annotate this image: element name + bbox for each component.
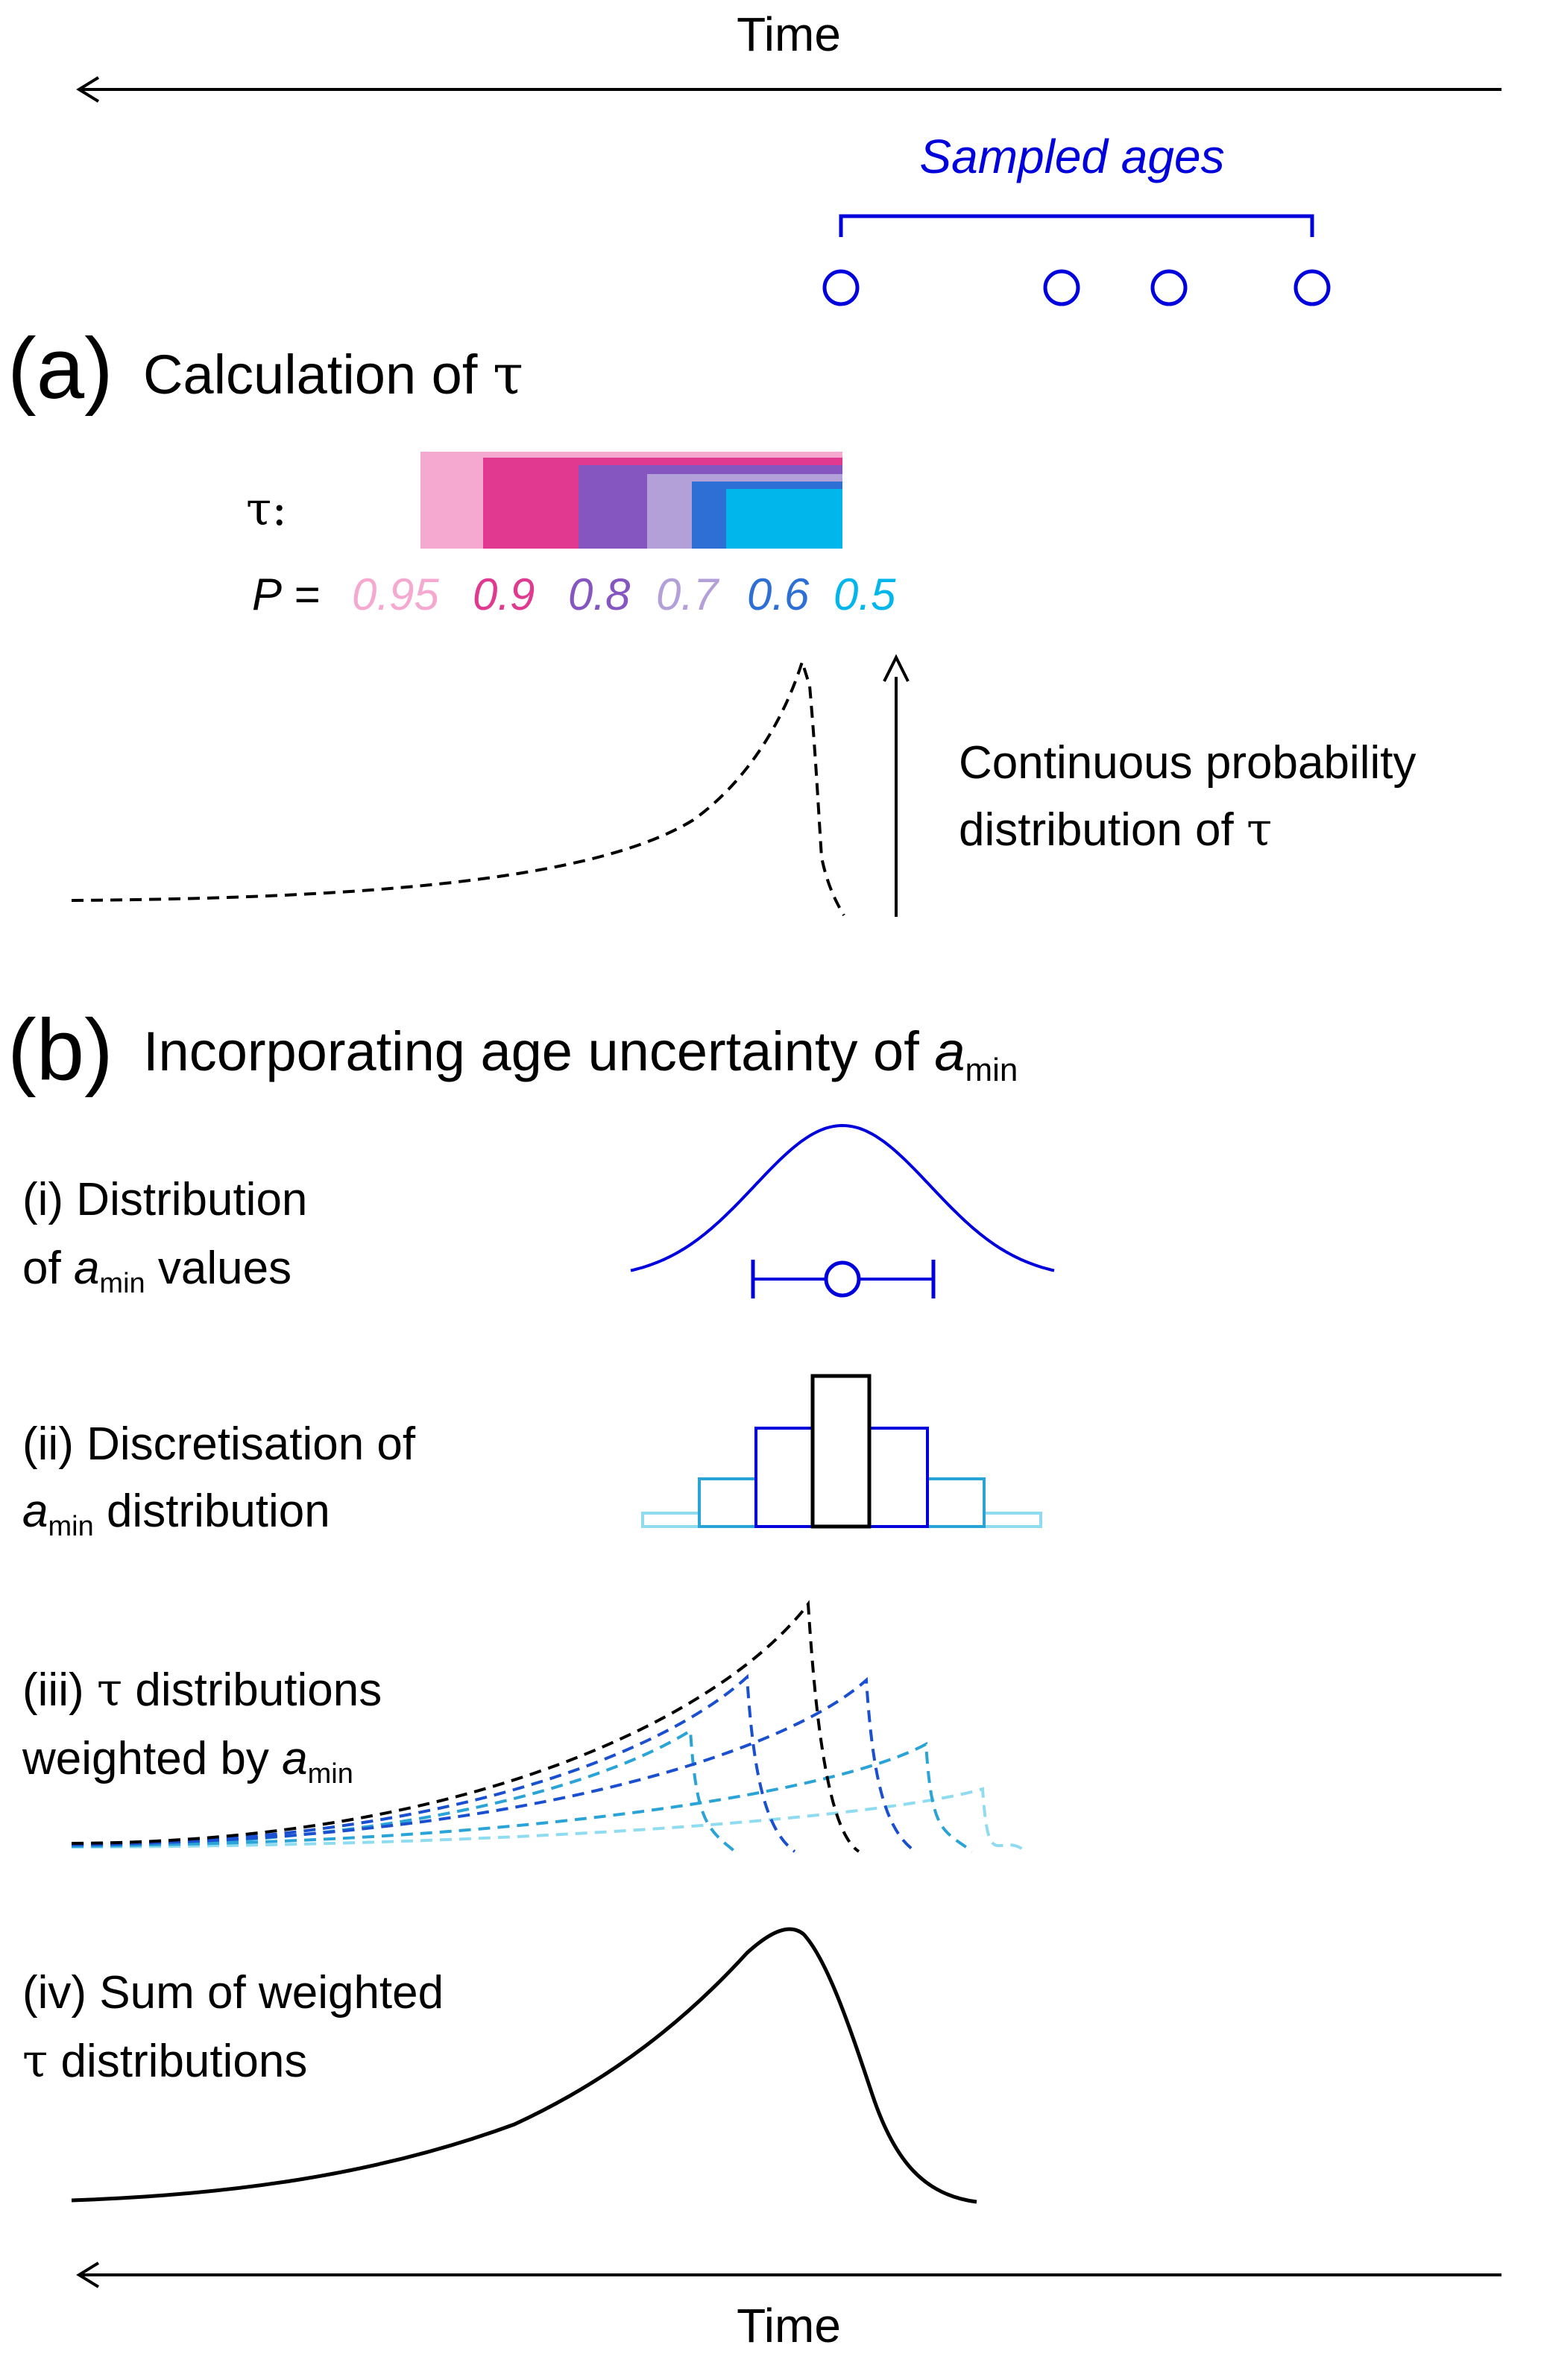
histogram-bar-central xyxy=(810,1374,872,1529)
summed-distribution-curve xyxy=(71,1927,977,2204)
step-iv-line1: (iv) Sum of weighted xyxy=(22,1967,444,2018)
weighted-tau-curve xyxy=(71,1676,917,1853)
p-label: P = xyxy=(252,569,321,619)
sampled-ages-group: Sampled ages xyxy=(822,130,1331,306)
discretised-histogram xyxy=(641,1374,1042,1529)
sampled-age-point xyxy=(822,269,860,306)
bottom-time-axis: Time xyxy=(76,2261,1501,2352)
sampled-age-point xyxy=(1293,269,1331,306)
histogram-bar xyxy=(754,1427,814,1528)
top-time-axis: Time xyxy=(76,7,1501,103)
histogram-bar xyxy=(698,1477,757,1528)
histogram-bar xyxy=(926,1477,986,1528)
histogram-bar xyxy=(983,1512,1042,1528)
panel-a: (a) Calculation of τ τ: P = 0.95 0.9 0.8… xyxy=(7,320,1416,917)
sampled-age-point xyxy=(1150,269,1188,306)
sampled-ages-label: Sampled ages xyxy=(919,130,1224,183)
panel-b-title: Incorporating age uncertainty of amin xyxy=(143,1020,1018,1088)
sampled-ages-bracket xyxy=(839,214,1314,237)
arrow-label-line2: distribution of τ xyxy=(959,802,1272,856)
top-time-label: Time xyxy=(737,7,841,61)
step-i-line1: (i) Distribution xyxy=(22,1174,307,1225)
weighted-tau-distributions xyxy=(71,1600,1027,1853)
weighted-tau-curve xyxy=(71,1600,860,1853)
gaussian-curve xyxy=(630,1123,1055,1272)
p-value-09: 0.9 xyxy=(473,569,535,619)
step-iv-line2: τ distributions xyxy=(22,2033,307,2088)
p-value-05: 0.5 xyxy=(833,569,896,619)
tau-bars xyxy=(420,452,842,549)
sampled-age-point xyxy=(1043,269,1080,306)
amin-normal-distribution xyxy=(630,1123,1055,1298)
step-ii-line1: (ii) Discretisation of xyxy=(22,1418,416,1470)
weighted-tau-curve xyxy=(71,1787,1027,1853)
p-value-08: 0.8 xyxy=(568,569,631,619)
panel-b: (b) Incorporating age uncertainty of ami… xyxy=(7,1001,1055,2204)
tau-bar-p05 xyxy=(726,489,842,549)
p-value-06: 0.6 xyxy=(747,569,810,619)
arrow-label-line1: Continuous probability xyxy=(959,737,1416,789)
panel-b-letter: (b) xyxy=(7,1001,113,1098)
tau-row-label: τ: xyxy=(246,482,287,536)
step-i-line2: of amin values xyxy=(22,1243,292,1299)
bottom-time-label: Time xyxy=(737,2299,841,2352)
step-iii-line1: (iii) τ distributions xyxy=(22,1662,382,1717)
amin-point xyxy=(824,1260,861,1298)
p-value-095: 0.95 xyxy=(352,569,439,619)
p-value-07: 0.7 xyxy=(656,569,720,619)
weighted-tau-curve xyxy=(71,1673,796,1853)
histogram-bar xyxy=(641,1512,701,1528)
panel-a-letter: (a) xyxy=(7,320,113,417)
panel-a-title: Calculation of τ xyxy=(143,343,523,407)
histogram-bar xyxy=(868,1427,929,1528)
step-ii-line2: amin distribution xyxy=(22,1486,330,1542)
step-iii-line2: weighted by amin xyxy=(22,1733,353,1790)
tau-distribution-curve xyxy=(71,657,845,917)
weighted-tau-curve xyxy=(71,1741,974,1853)
